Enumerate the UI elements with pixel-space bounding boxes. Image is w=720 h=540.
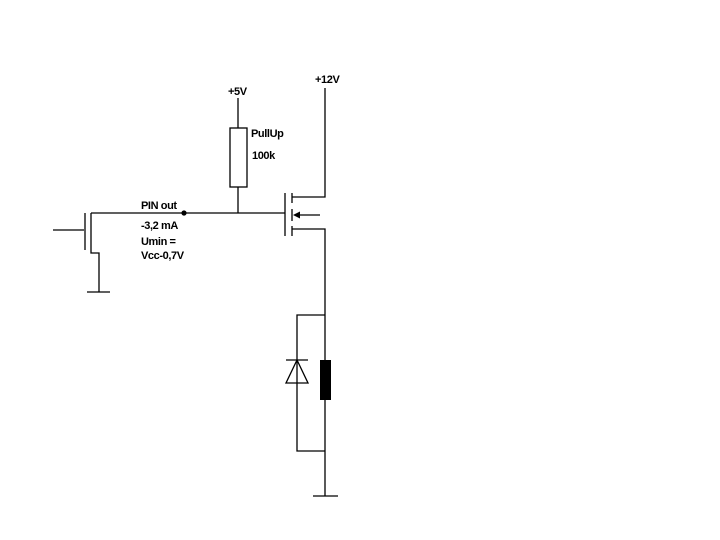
resistor-body <box>229 127 248 188</box>
label-current: -3,2 mA <box>141 220 178 232</box>
q2-body-arrow-icon <box>293 211 300 219</box>
relay-coil <box>320 360 331 400</box>
pullup-resistor-r1 <box>229 98 248 213</box>
switch-transistor-q2 <box>284 88 326 315</box>
label-5v: +5V <box>228 86 248 98</box>
label-pullup-value: 100k <box>252 150 276 162</box>
q2-source-lead <box>292 228 326 315</box>
junction-dot <box>181 210 187 216</box>
label-pin-out: PIN out <box>141 200 177 212</box>
q2-drain-to-12v <box>292 88 326 198</box>
label-umin-formula: Vcc-0,7V <box>141 250 185 262</box>
label-12v: +12V <box>315 74 340 86</box>
q1-channel-source <box>90 213 100 292</box>
diode-triangle-icon <box>284 358 310 384</box>
load-network <box>284 314 338 497</box>
label-pullup: PullUp <box>251 128 284 140</box>
input-transistor-q1 <box>53 213 110 293</box>
label-umin: Umin = <box>141 236 176 248</box>
